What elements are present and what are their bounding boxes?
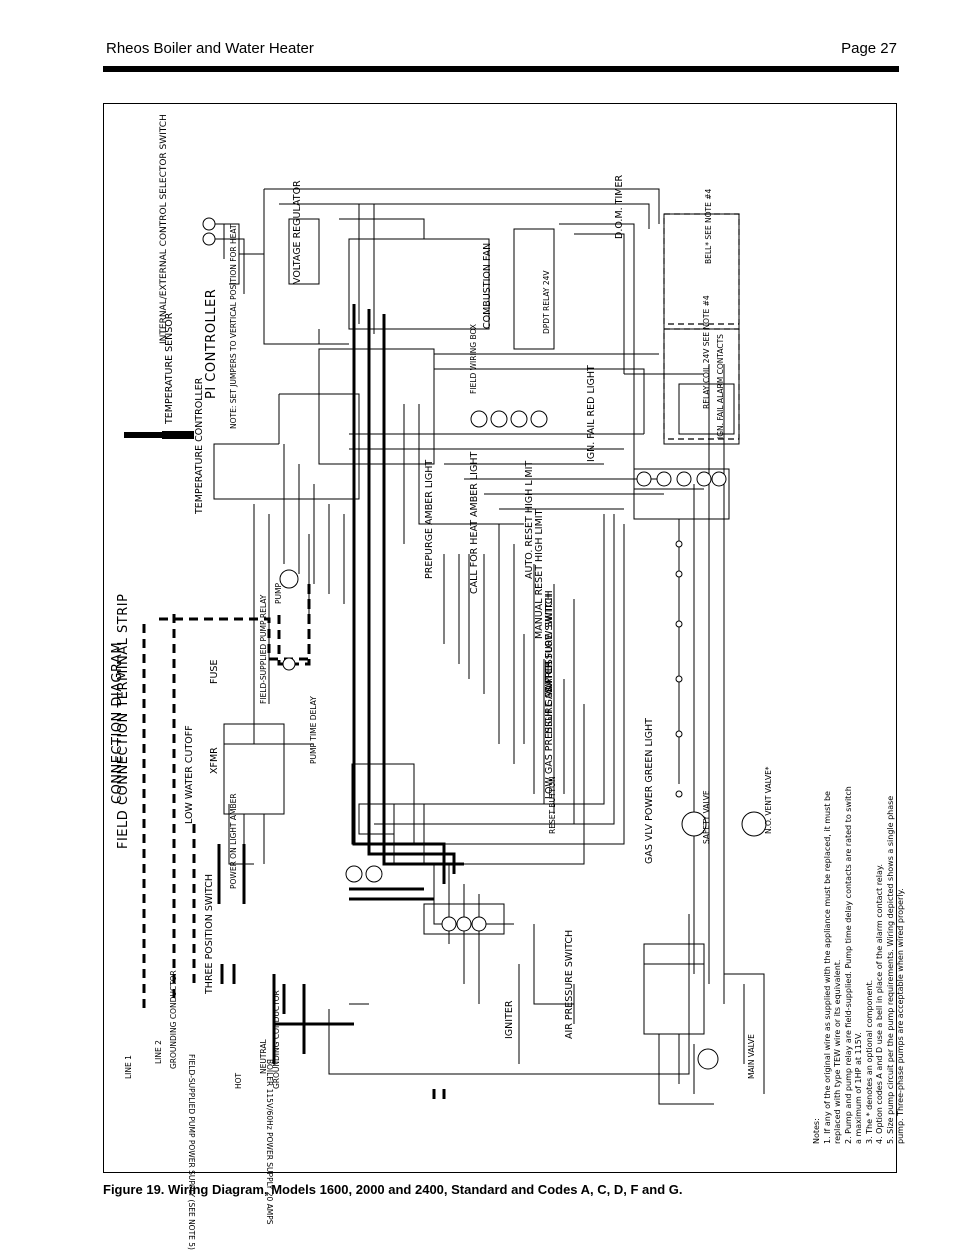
label-ign-fail-light: IGN. FAIL RED LIGHT xyxy=(586,365,597,462)
figure-caption: Figure 19. Wiring Diagram, Models 1600, … xyxy=(103,1182,683,1197)
note-line: replaced with type TEW wire or its equiv… xyxy=(833,959,842,1144)
note-line: 4. Option codes A and D use a bell in pl… xyxy=(875,864,884,1144)
label-boiler-supply: BOILER 115V/60Hz POWER SUPPLY 20 AMPS xyxy=(265,1059,274,1225)
label-fuse: FUSE xyxy=(209,659,220,684)
label-line2: LINE 2 xyxy=(154,1040,163,1064)
label-voltage-regulator: VOLTAGE REGULATOR xyxy=(292,180,303,284)
label-safety-valve: SAFETY VALVE xyxy=(702,790,711,844)
label-reset-button: RESET BUTTON xyxy=(548,776,557,834)
page-number: Page 27 xyxy=(841,40,897,57)
label-line1: LINE 1 xyxy=(124,1055,133,1079)
connection-diagram-title: CONNECTION DIAGRAM xyxy=(110,641,125,804)
label-pi-controller: PI CONTROLLER xyxy=(204,288,219,399)
label-pump-delay: PUMP TIME DELAY xyxy=(309,696,318,764)
label-xfmr: XFMR xyxy=(209,747,220,774)
label-prepurge-light: PREPURGE AMBER LIGHT xyxy=(424,459,435,579)
diagram-notes: Notes: 1. If any of the original wire as… xyxy=(812,786,907,1144)
label-combustion-fan: COMBUSTION FAN xyxy=(482,242,493,329)
note-line: a maximum of 1HP at 115V. xyxy=(854,1032,863,1144)
label-call-for-heat: CALL FOR HEAT AMBER LIGHT xyxy=(469,451,480,594)
note-line: pump. Three-phase pumps are acceptable w… xyxy=(896,888,905,1144)
label-pump: PUMP xyxy=(274,582,283,604)
label-selector-switch: INTERNAL/EXTERNAL CONTROL SELECTOR SWITC… xyxy=(159,114,169,344)
diagram-frame: FIELD CONNECTION TERMINAL STRIP INTERNAL… xyxy=(103,103,905,1250)
label-low-water: LOW WATER CUTOFF xyxy=(184,725,195,824)
label-igniter: IGNITER xyxy=(504,1000,515,1039)
label-temperature-controller: TEMPERATURE CONTROLLER xyxy=(194,377,205,514)
label-dpdt-relay: DPDT RELAY 24V xyxy=(542,270,551,334)
note-line: 2. Pump and pump relay are field-supplie… xyxy=(843,786,853,1144)
label-hot: HOT xyxy=(234,1072,243,1089)
label-temperature-sensor: TEMPERATURE SENSOR xyxy=(164,312,175,424)
label-main-valve: MAIN VALVE xyxy=(747,1034,756,1079)
label-field-wiring-box: FIELD WIRING BOX xyxy=(469,323,478,394)
label-air-pressure: AIR PRESSURE SWITCH xyxy=(564,929,575,1039)
note-line: 5. Size pump circuit per the pump requir… xyxy=(885,795,895,1144)
label-power-on-light: POWER ON LIGHT AMBER xyxy=(229,793,238,889)
label-pi-note: NOTE: SET JUMPERS TO VERTICAL POSITION F… xyxy=(229,224,238,429)
wiring-diagram xyxy=(124,188,767,1105)
label-field-pump-supply: FIELD-SUPPLIED PUMP POWER SUPPLY (SEE NO… xyxy=(187,1054,196,1250)
label-three-position: THREE POSITION SWITCH xyxy=(204,873,215,994)
notes-heading: Notes: xyxy=(812,1118,821,1144)
label-vent-valve: N.O. VENT VALVE* xyxy=(764,766,773,834)
label-pump-relay: FIELD-SUPPLIED PUMP RELAY xyxy=(259,594,268,704)
label-gas-valve-light: GAS VLV POWER GREEN LIGHT xyxy=(644,718,655,864)
label-bell: BELL* SEE NOTE #4 xyxy=(704,188,713,264)
header-rule xyxy=(103,66,899,72)
label-ign-fail-alarm: IGN. FAIL ALARM CONTACTS xyxy=(716,334,725,439)
note-line: 1. If any of the original wire as suppli… xyxy=(822,791,832,1144)
document-title: Rheos Boiler and Water Heater xyxy=(106,40,314,57)
label-dom-timer: D.O.M. TIMER xyxy=(614,174,625,239)
label-grounding-1: GROUNDING CONDUCTOR xyxy=(169,970,178,1069)
label-relay-coil: RELAY COIL 24V SEE NOTE #4 xyxy=(702,295,711,409)
note-line: 3. The * denotes an optional component. xyxy=(864,979,874,1144)
